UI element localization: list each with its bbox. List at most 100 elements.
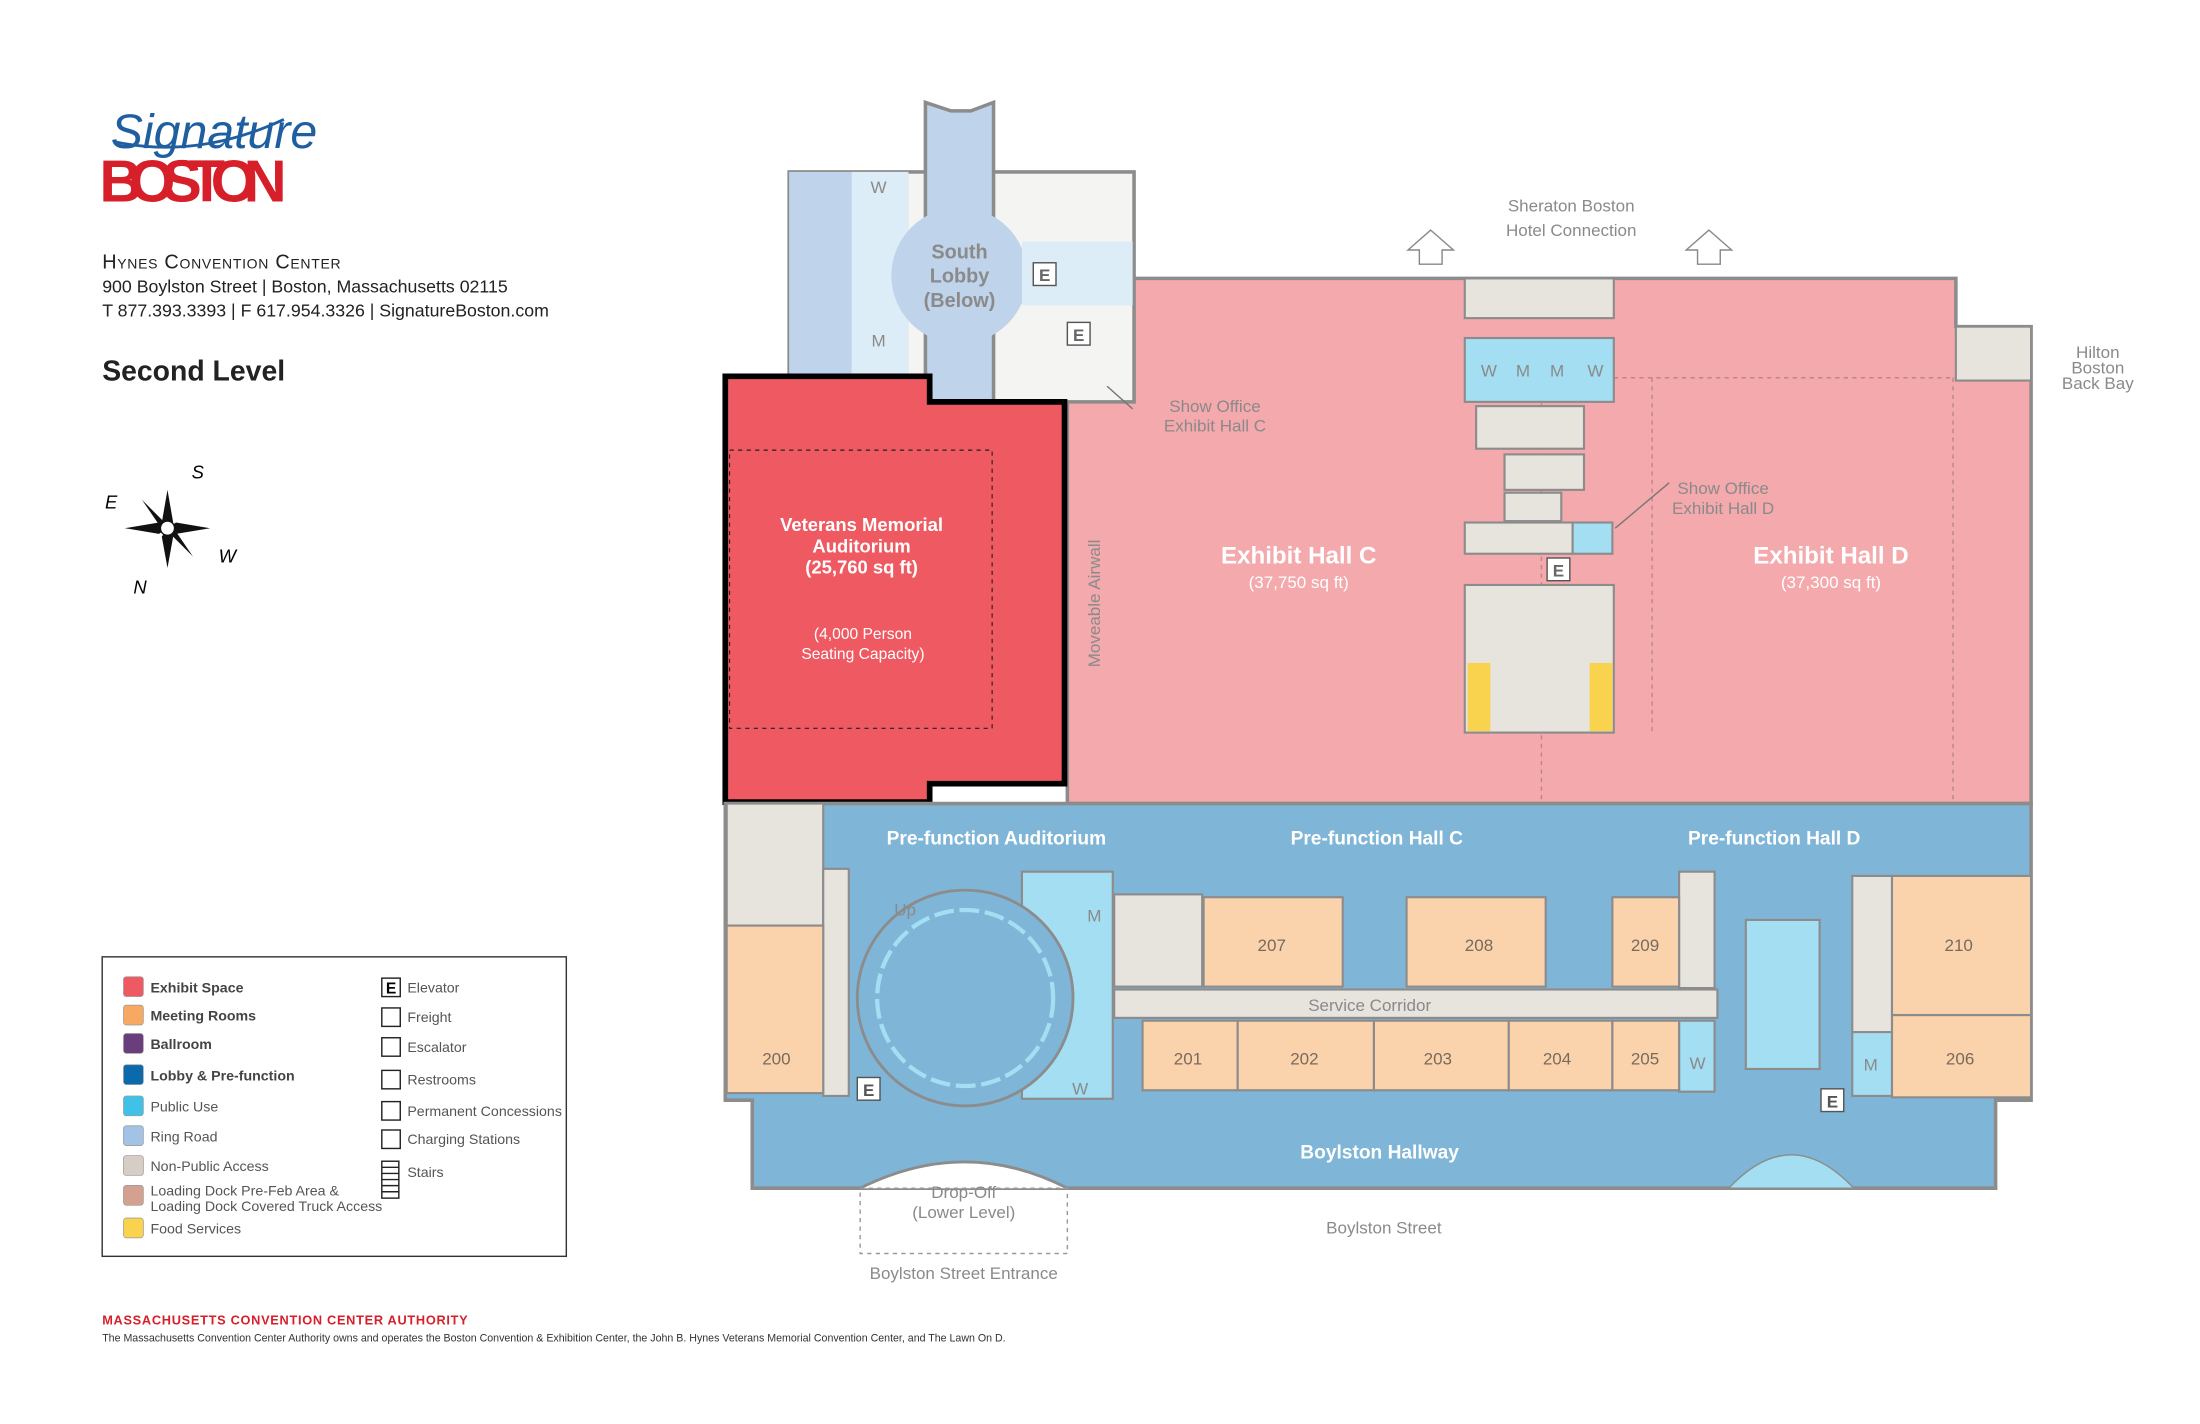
service-corridor-label: Service Corridor	[1308, 996, 1431, 1015]
exhibit-halls-c-d[interactable]: W M M W E Exhibit Hall C (37,750 sq ft) …	[1065, 276, 2033, 806]
stairs-icon	[381, 1160, 400, 1199]
restroom-m-label: M	[1864, 1055, 1878, 1074]
room-number: 210	[1945, 936, 1973, 955]
show-office-c-line2: Exhibit Hall C	[1164, 417, 1266, 436]
sheraton-connection-arrow-icon	[1684, 229, 1734, 265]
prefunction-hall-d-label: Pre-function Hall D	[1688, 829, 1861, 850]
room-number: 207	[1258, 936, 1286, 955]
restroom-m-label: M	[1087, 906, 1101, 925]
meeting-room-206[interactable]	[1890, 1013, 2033, 1099]
auditorium-capacity-1: (4,000 Person	[814, 626, 912, 643]
hilton-line2: Boston	[2071, 358, 2124, 377]
sheraton-connection-arrow-icon	[1406, 229, 1456, 265]
sheraton-line1: Sheraton Boston	[1508, 197, 1635, 216]
legend-area-label-2: Loading Dock Covered Truck Access	[150, 1199, 382, 1215]
legend-icon-label: Stairs	[407, 1165, 443, 1181]
escalator-icon	[381, 1037, 401, 1057]
compass-s: S	[192, 462, 205, 483]
auditorium-name-2: Auditorium	[812, 535, 910, 556]
show-office-d-line1: Show Office	[1677, 479, 1768, 498]
legend-swatch	[123, 1125, 144, 1146]
exhibit-hall-d-name: Exhibit Hall D	[1753, 543, 1908, 570]
room-number: 209	[1631, 936, 1659, 955]
freight-icon	[381, 1007, 401, 1028]
room-number: 200	[762, 1050, 790, 1069]
legend-icon-label: Elevator	[407, 980, 459, 996]
legend-area-label: Loading Dock Pre-Feb Area &	[150, 1183, 339, 1199]
show-office-c-line1: Show Office	[1169, 397, 1260, 416]
prefunction-area[interactable]: Up M W W M E E 200 201 202 203 204 205 2…	[723, 801, 2033, 1190]
legend-icon-label: Restrooms	[407, 1073, 476, 1089]
auditorium-name-1: Veterans Memorial	[780, 514, 943, 535]
meeting-room-209[interactable]	[1611, 896, 1681, 988]
legend-area-label: Ballroom	[150, 1037, 212, 1053]
legend-swatch	[123, 1095, 144, 1117]
meeting-room-207[interactable]	[1202, 896, 1344, 988]
dropoff-line1: Drop-Off	[931, 1183, 996, 1202]
meeting-room-204[interactable]	[1507, 1019, 1614, 1092]
elevator-letter: E	[386, 981, 396, 998]
elevator-letter: E	[863, 1081, 874, 1100]
elevator-icon	[381, 977, 401, 998]
restroom-w-label: W	[1587, 361, 1603, 380]
compass-rose-icon: S E W N	[105, 462, 238, 598]
elevator-letter: E	[1039, 266, 1050, 285]
legend-area-label: Lobby & Pre-function	[150, 1068, 294, 1084]
restroom-w-label: W	[1072, 1080, 1088, 1099]
compass-e: E	[105, 491, 118, 512]
concessions-icon	[381, 1100, 401, 1121]
exhibit-hall-d-size: (37,300 sq ft)	[1781, 573, 1881, 592]
compass-n: N	[133, 576, 147, 597]
meeting-room-205[interactable]	[1611, 1019, 1681, 1092]
legend-swatch	[123, 1185, 144, 1206]
auditorium-capacity-2: Seating Capacity)	[801, 646, 924, 663]
legend-swatch	[123, 1217, 144, 1239]
room-number: 208	[1465, 936, 1493, 955]
legend-area-label: Exhibit Space	[150, 980, 243, 996]
exhibit-hall-c-size: (37,750 sq ft)	[1249, 573, 1349, 592]
logo-word: BOSTON	[99, 148, 295, 215]
room-number: 204	[1543, 1050, 1571, 1069]
legend-swatch	[123, 1064, 144, 1085]
meeting-room-200[interactable]	[725, 924, 825, 1095]
boylston-entrance-label: Boylston Street Entrance	[870, 1264, 1058, 1283]
footer-note: The Massachusetts Convention Center Auth…	[102, 1332, 1005, 1344]
prefunction-auditorium-label: Pre-function Auditorium	[887, 829, 1107, 850]
meeting-room-203[interactable]	[1372, 1019, 1510, 1092]
footer-authority: MASSACHUSETTS CONVENTION CENTER AUTHORIT…	[102, 1312, 468, 1327]
legend-swatch	[123, 976, 144, 997]
legend-icon-label: Escalator	[407, 1040, 466, 1056]
meeting-room-208[interactable]	[1405, 896, 1547, 988]
elevator-letter: E	[1553, 561, 1564, 580]
prefunction-hall-c-label: Pre-function Hall C	[1291, 829, 1464, 850]
hilton-line1: Hilton	[2076, 343, 2120, 362]
elevator-letter: E	[1073, 326, 1084, 345]
restroom-m-label: M	[1516, 361, 1530, 380]
moveable-airwall-label: Moveable Airwall	[1085, 540, 1104, 668]
hilton-line3: Back Bay	[2062, 374, 2134, 393]
dropoff-area	[859, 1187, 1069, 1255]
elevator-letter: E	[1827, 1092, 1838, 1111]
logo-script: Signature	[111, 105, 318, 159]
meeting-room-210[interactable]	[1890, 874, 2033, 1017]
south-lobby-line3: (Below)	[924, 290, 996, 312]
legend-area-label: Meeting Rooms	[150, 1009, 256, 1025]
exhibit-hall-c-name: Exhibit Hall C	[1221, 543, 1376, 570]
dropoff-line2: (Lower Level)	[912, 1203, 1015, 1222]
legend-swatch	[123, 1155, 144, 1176]
elevator-icon	[1546, 557, 1571, 582]
elevator-icon	[1066, 321, 1091, 346]
venue-contact: T 877.393.3393 | F 617.954.3326 | Signat…	[102, 301, 549, 321]
up-label: Up	[894, 901, 916, 920]
legend-icon-label: Charging Stations	[407, 1132, 520, 1148]
meeting-room-202[interactable]	[1236, 1019, 1376, 1092]
